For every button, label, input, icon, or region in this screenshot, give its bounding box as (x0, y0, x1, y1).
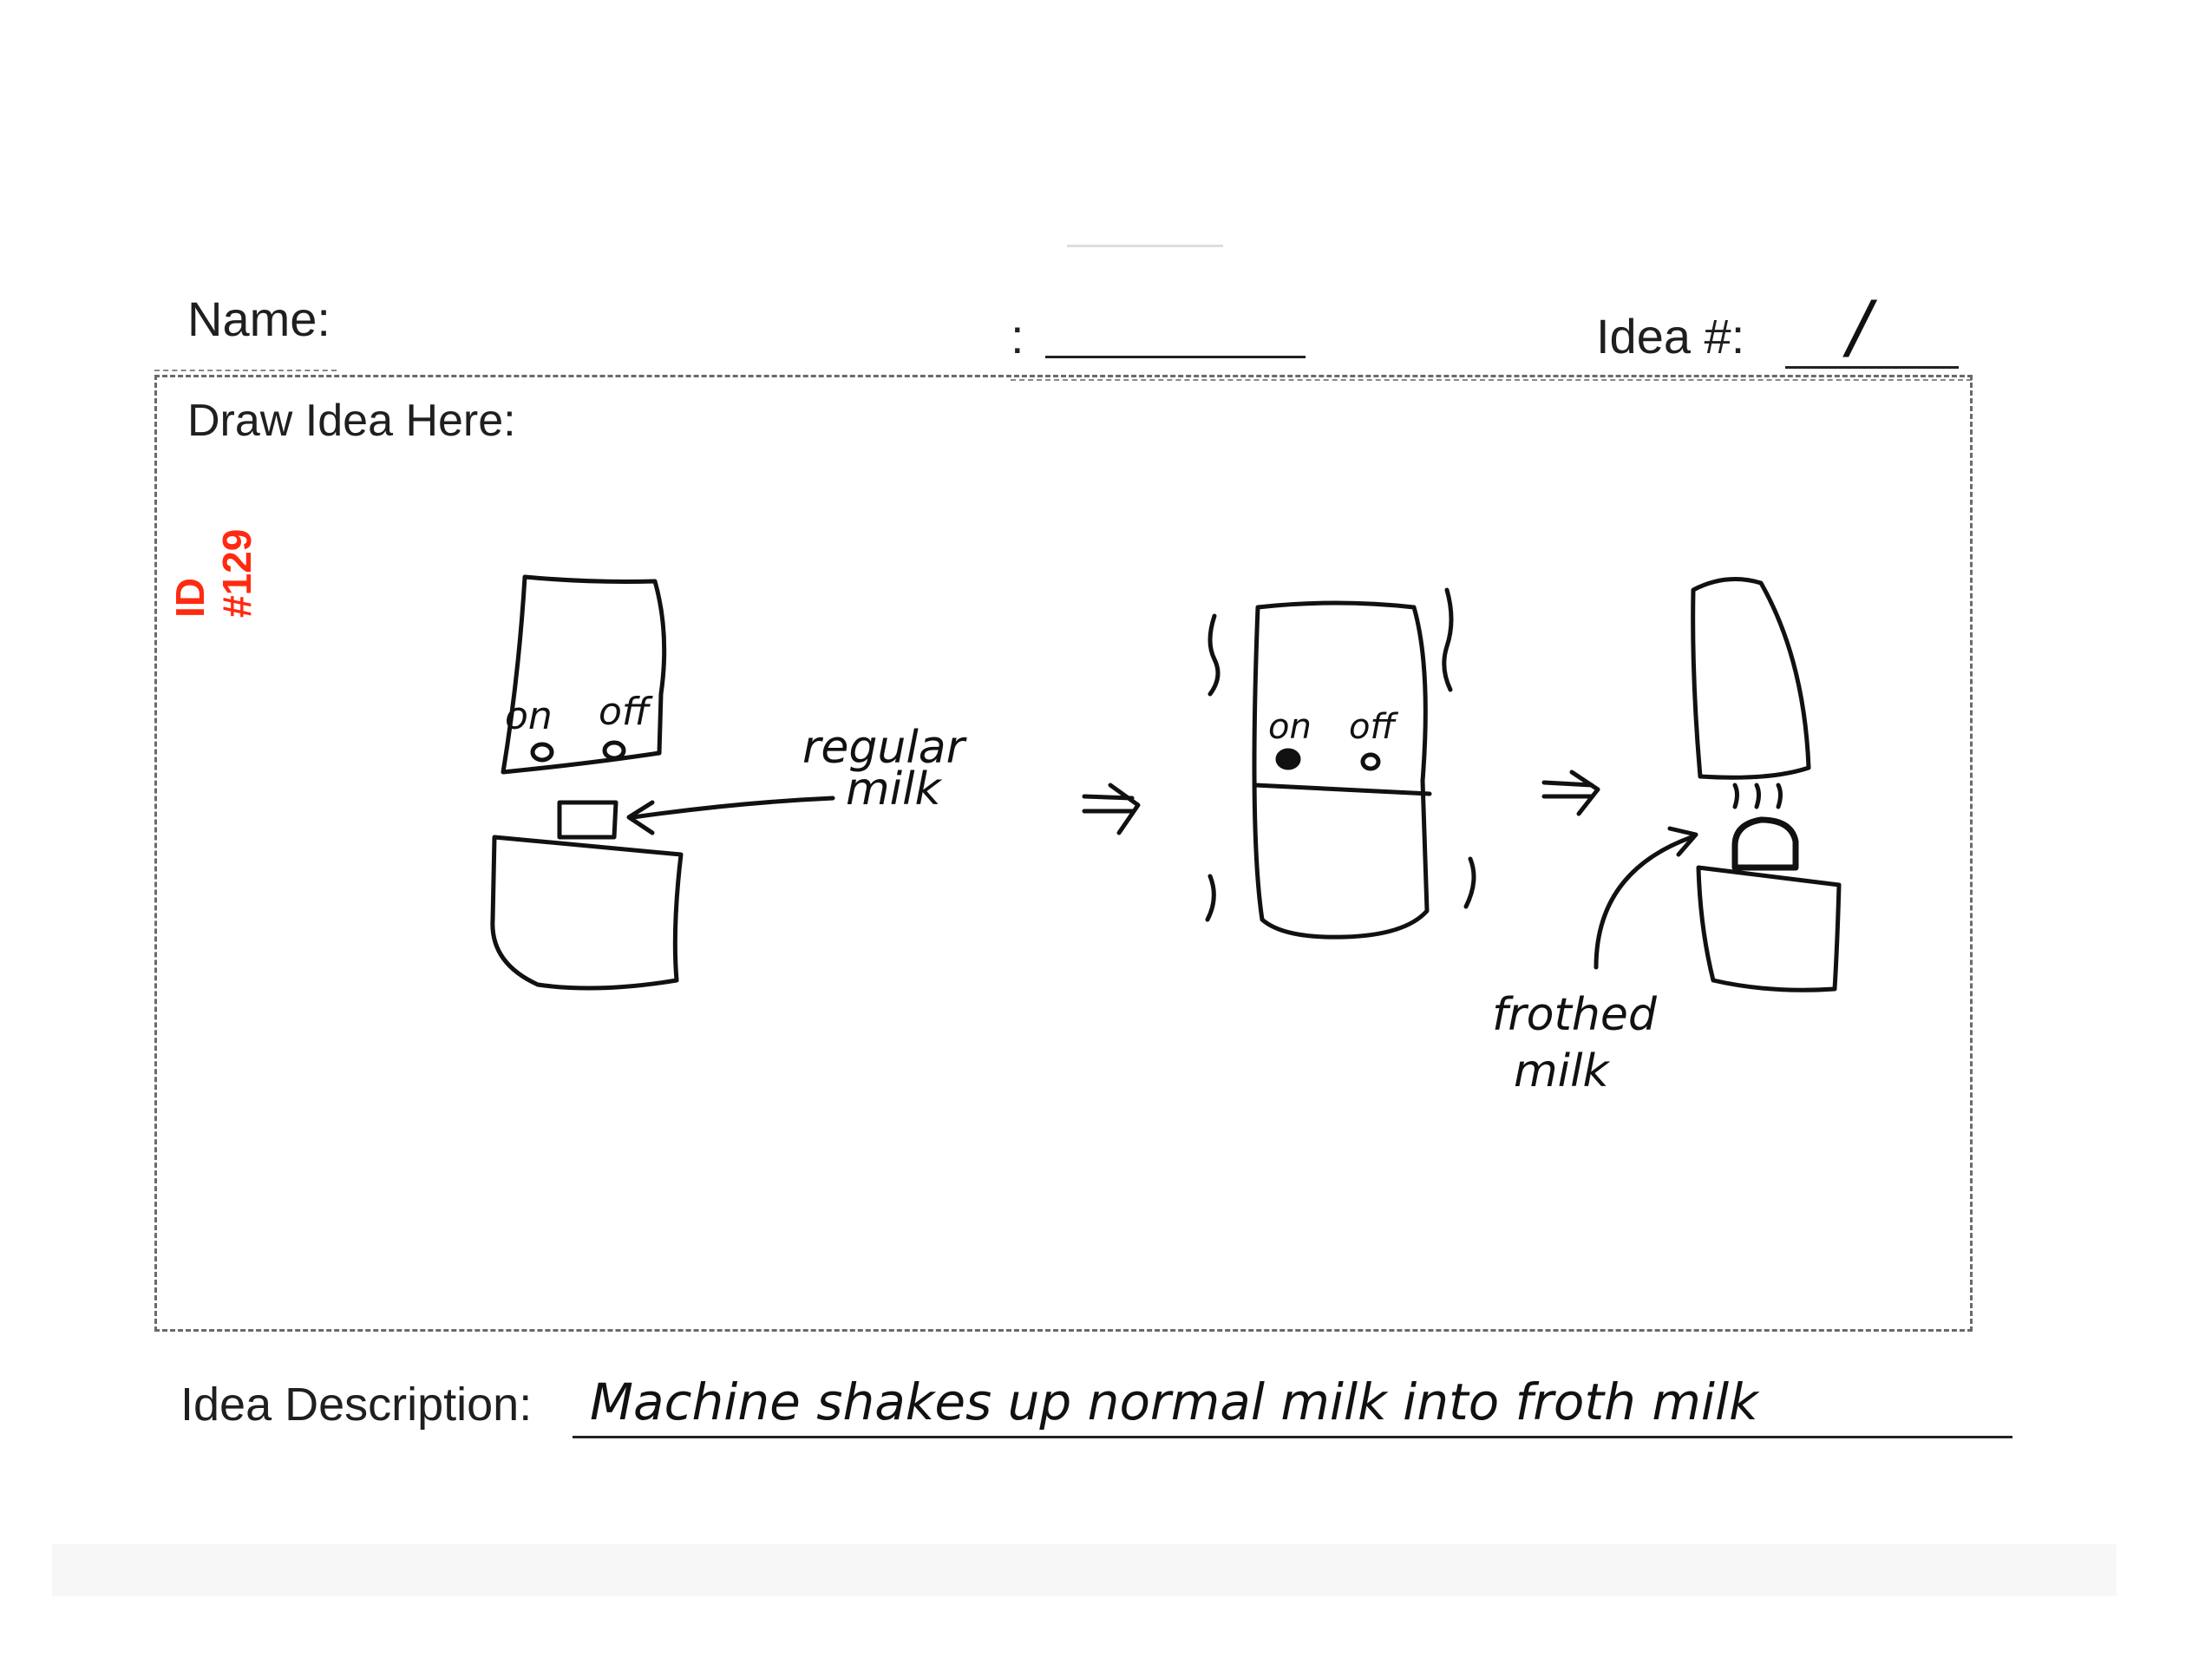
machine3-top (1693, 580, 1809, 778)
arrow1 (1084, 785, 1138, 833)
machine2-off-label: off (1349, 707, 1395, 747)
machine1-top (503, 577, 664, 772)
scan-noise-bottom (52, 1544, 2117, 1596)
machine2-off-button (1363, 755, 1378, 769)
machine1-cup (560, 802, 616, 837)
machine3-cup (1735, 820, 1796, 868)
machine1-base (493, 837, 681, 988)
arrow2 (1544, 772, 1598, 814)
machine1-on-button (533, 744, 552, 760)
idea-description-value: Machine shakes up normal milk into froth… (590, 1372, 1758, 1431)
idea-description-label: Idea Description: (180, 1378, 532, 1431)
frothed-milk-label-1: frothed (1492, 989, 1657, 1041)
scan-speck (1067, 245, 1223, 247)
idea-description-underline (573, 1436, 2012, 1438)
machine2-on-button (1278, 750, 1299, 768)
machine2-body (1254, 603, 1427, 937)
machine2-divider (1255, 785, 1430, 794)
machine1-off-button (605, 743, 624, 758)
machine1-on-label: on (505, 694, 553, 738)
regular-milk-arrow (633, 798, 833, 817)
machine1-off-label: off (599, 690, 650, 734)
machine3-base (1698, 868, 1839, 990)
machine2-on-label: on (1268, 707, 1312, 747)
frothed-milk-label-2: milk (1514, 1045, 1609, 1097)
frothed-milk-arrow (1596, 837, 1692, 967)
regular-milk-label-2: milk (846, 763, 941, 815)
